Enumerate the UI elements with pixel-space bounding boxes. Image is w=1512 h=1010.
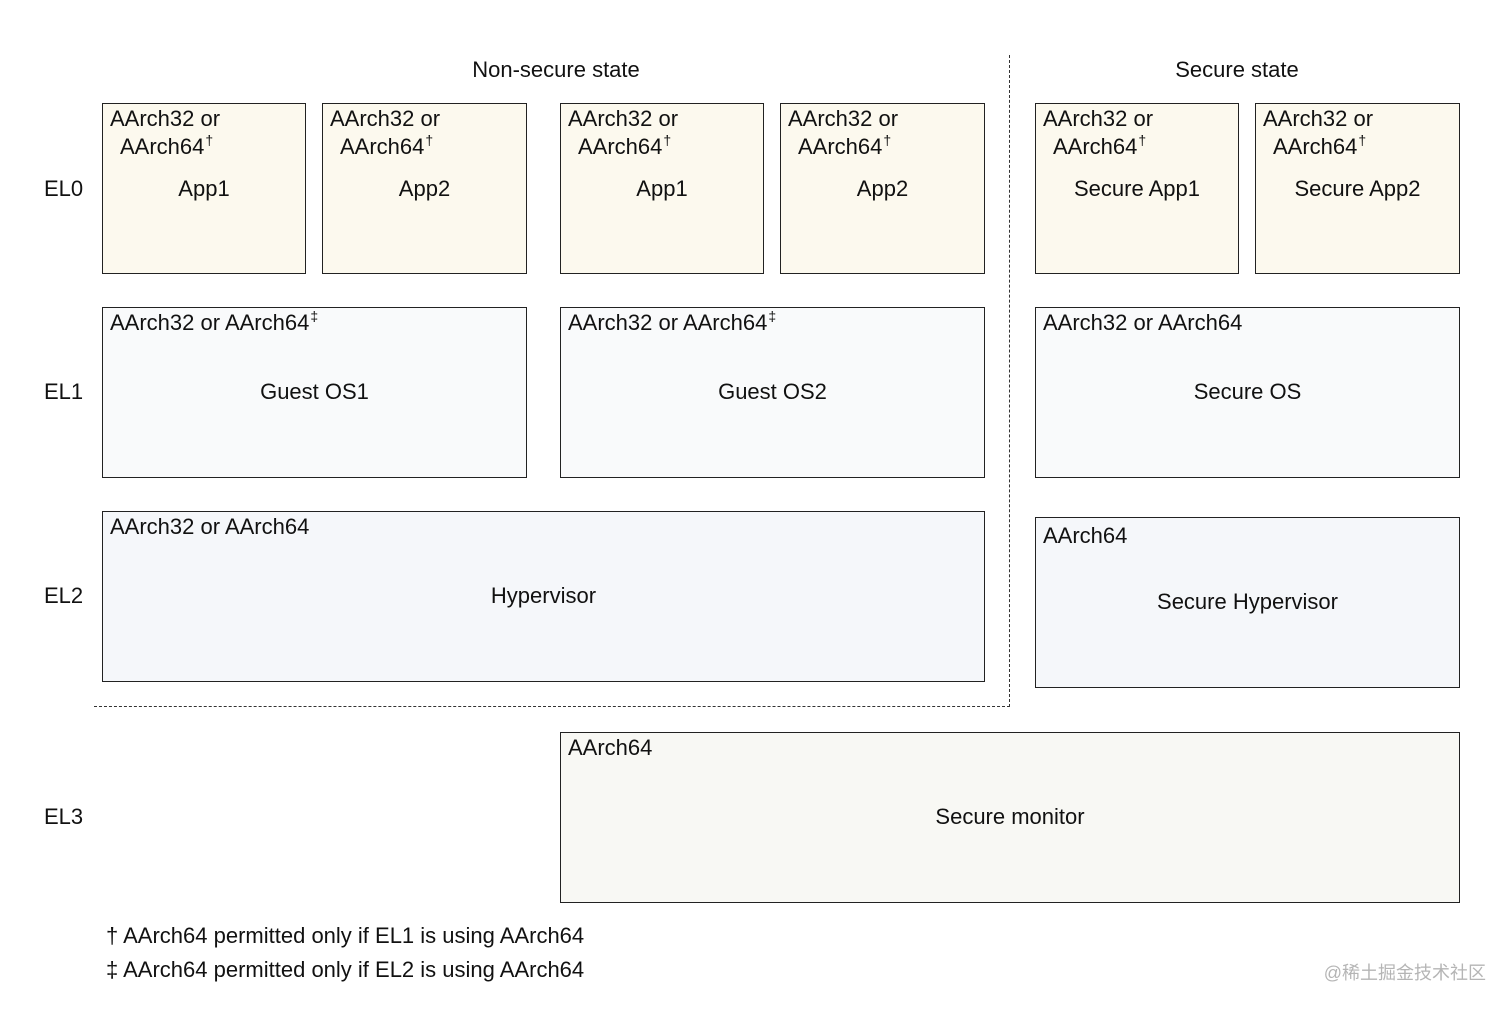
arch-label-text: AArch32 or AArch64 (1043, 310, 1243, 335)
arch-label: AArch32 or (110, 106, 221, 131)
arch-label-line: AArch32 or AArch64 (1043, 309, 1243, 339)
dagger-mark: † (1358, 132, 1367, 148)
arch-label-line: AArch32 or AArch64‡ (568, 308, 777, 339)
el0-app-box: AArch32 or AArch64† App2 (322, 103, 527, 274)
footnote-dagger: † AArch64 permitted only if EL1 is using… (106, 923, 585, 948)
arch-label-line2: AArch64† (798, 132, 892, 163)
arch-label: AArch64 (568, 735, 653, 760)
arch-label-text: AArch64 (1273, 134, 1358, 159)
el0-secure-app-box: AArch32 or AArch64† Secure App2 (1255, 103, 1460, 274)
el1-label: EL1 (44, 379, 84, 404)
arch-label: AArch32 or (330, 106, 441, 131)
arch-label-line: AArch32 or AArch64‡ (110, 308, 319, 339)
arch-label-line2: AArch64† (1273, 132, 1367, 163)
secure-state-header: Secure state (1175, 57, 1299, 82)
arch-label-line2: AArch64† (120, 132, 214, 163)
arch-label-text: AArch64 (1053, 134, 1138, 159)
arch-label-line2: AArch64† (340, 132, 434, 163)
el0-app-box: AArch32 or AArch64† App1 (102, 103, 306, 274)
el0-app-box: AArch32 or AArch64† App1 (560, 103, 764, 274)
el1-guest-os-box: AArch32 or AArch64‡ Guest OS1 (102, 307, 527, 478)
arch-label-line2: AArch64† (578, 132, 672, 163)
os-name: Guest OS1 (260, 379, 369, 404)
double-dagger-mark: ‡ (310, 308, 319, 324)
el0-label: EL0 (44, 176, 84, 201)
secure-monitor-name: Secure monitor (935, 804, 1085, 829)
dagger-mark: † (883, 132, 892, 148)
arch-label-text: AArch32 or AArch64 (110, 310, 310, 335)
arch-label-text: AArch64 (340, 134, 425, 159)
security-state-divider (1009, 55, 1010, 707)
double-dagger-mark: ‡ (768, 308, 777, 324)
non-secure-state-header: Non-secure state (472, 57, 640, 82)
app-name: Secure App1 (1074, 176, 1200, 201)
dagger-mark: † (663, 132, 672, 148)
arch-label: AArch32 or (568, 106, 679, 131)
arch-label-text: AArch64 (578, 134, 663, 159)
footnote-double-dagger: ‡ AArch64 permitted only if EL2 is using… (106, 957, 585, 982)
el3-label: EL3 (44, 804, 84, 829)
os-name: Secure OS (1193, 379, 1302, 404)
el2-label: EL2 (44, 583, 84, 608)
arch-label: AArch64 (1043, 523, 1128, 548)
app-name: App2 (398, 176, 451, 201)
el1-secure-os-box: AArch32 or AArch64 Secure OS (1035, 307, 1460, 478)
el3-divider (94, 706, 1010, 707)
el3-secure-monitor-box: AArch64 Secure monitor (560, 732, 1460, 903)
app-name: App2 (856, 176, 909, 201)
arch-label-text: AArch64 (798, 134, 883, 159)
secure-hypervisor-name: Secure Hypervisor (1157, 589, 1338, 614)
app-name: App1 (636, 176, 688, 201)
arch-label-line2: AArch64† (1053, 132, 1147, 163)
arch-label: AArch32 or (1043, 106, 1154, 131)
arch-label: AArch32 or (1263, 106, 1374, 131)
dagger-mark: † (425, 132, 434, 148)
arch-label: AArch32 or (788, 106, 899, 131)
dagger-mark: † (205, 132, 214, 148)
os-name: Guest OS2 (718, 379, 827, 404)
arch-label: AArch32 or AArch64 (110, 514, 310, 539)
arch-label-text: AArch64 (120, 134, 205, 159)
el0-secure-app-box: AArch32 or AArch64† Secure App1 (1035, 103, 1239, 274)
el2-secure-hypervisor-box: AArch64 Secure Hypervisor (1035, 517, 1460, 688)
app-name: Secure App2 (1294, 176, 1421, 201)
el0-app-box: AArch32 or AArch64† App2 (780, 103, 985, 274)
dagger-mark: † (1138, 132, 1147, 148)
hypervisor-name: Hypervisor (490, 583, 597, 608)
app-name: App1 (178, 176, 230, 201)
watermark: @稀土掘金技术社区 (1323, 963, 1486, 983)
arch-label-text: AArch32 or AArch64 (568, 310, 768, 335)
el1-guest-os-box: AArch32 or AArch64‡ Guest OS2 (560, 307, 985, 478)
el2-hypervisor-box: AArch32 or AArch64 Hypervisor (102, 511, 985, 682)
